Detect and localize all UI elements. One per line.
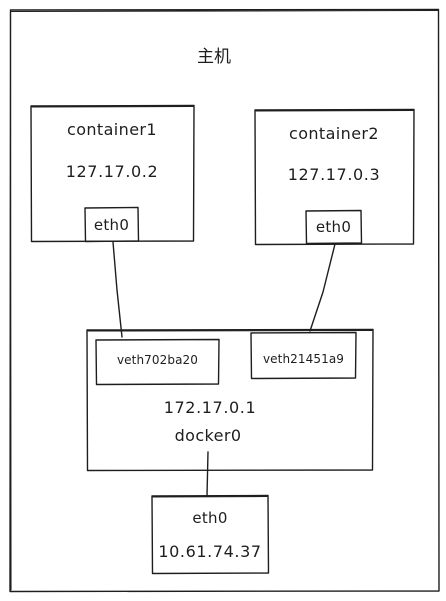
- link-container2-to-bridge: [309, 243, 336, 332]
- veth-right-box: [250, 331, 357, 380]
- container1-name: container1: [67, 120, 157, 139]
- host-frame: [9, 8, 440, 593]
- container2-box: [254, 108, 415, 246]
- container2-eth0-box: [305, 209, 363, 245]
- container1-eth0-box: [84, 206, 140, 243]
- container2-name: container2: [289, 124, 379, 143]
- host-title: 主机: [197, 47, 231, 67]
- veth-right-label: veth21451a9: [263, 352, 344, 366]
- container2-eth0-label: eth0: [316, 218, 351, 236]
- veth-left-label: veth702ba20: [117, 353, 198, 367]
- link-bridge-to-host-nic: [206, 451, 209, 497]
- container1-box: [30, 104, 195, 243]
- container1-eth0-label: eth0: [94, 216, 129, 234]
- bridge-ip: 172.17.0.1: [164, 398, 257, 417]
- container2-ip: 127.17.0.3: [288, 165, 381, 184]
- bridge-box: [86, 328, 374, 472]
- veth-left-box: [95, 338, 220, 386]
- bridge-name: docker0: [175, 426, 242, 445]
- container1-ip: 127.17.0.2: [66, 162, 159, 181]
- host-nic-interface: eth0: [192, 509, 227, 527]
- host-nic-box: [151, 494, 270, 575]
- link-container1-to-bridge: [112, 241, 123, 338]
- host-nic-ip: 10.61.74.37: [158, 542, 261, 561]
